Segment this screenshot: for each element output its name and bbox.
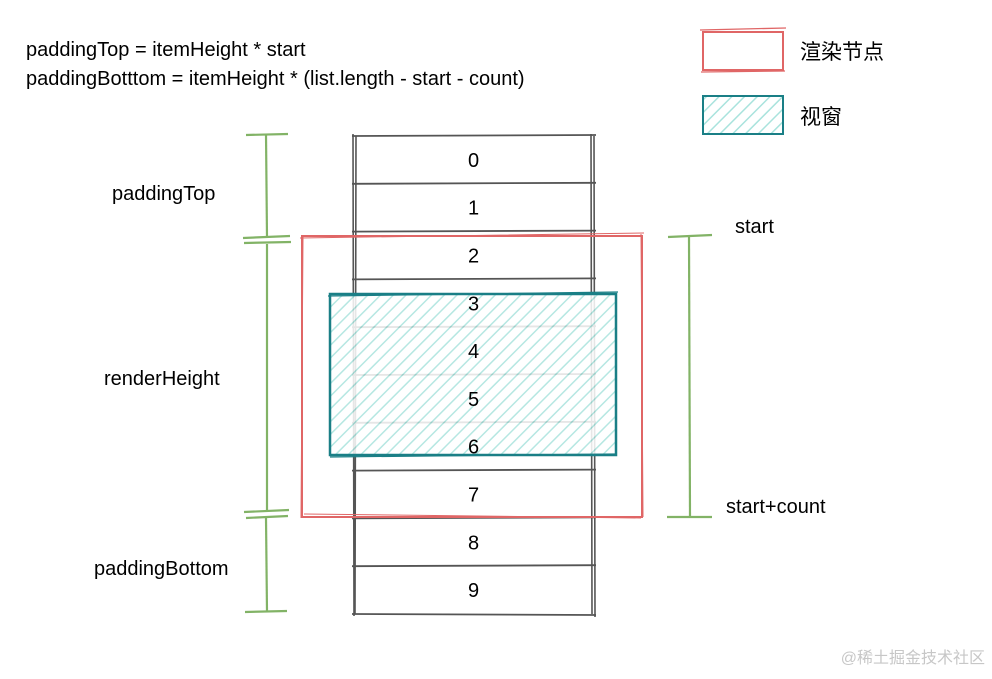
right-bracket (667, 233, 713, 519)
viewport-rect (328, 292, 618, 457)
legend-viewport-swatch (702, 95, 784, 135)
list-item: 6 (468, 437, 479, 459)
list-row-divider (351, 613, 597, 616)
list-item: 5 (468, 389, 479, 411)
legend-render-swatch (702, 31, 784, 71)
list-row-divider (351, 277, 597, 281)
formula-padding-bottom: paddingBotttom = itemHeight * (list.leng… (26, 68, 525, 90)
list-row-divider (351, 181, 597, 185)
list-item: 8 (468, 532, 479, 554)
legend-render-label: 渲染节点 (800, 41, 884, 64)
label-start-count: start+count (726, 496, 826, 518)
label-render-height: renderHeight (104, 368, 220, 390)
list-item: 9 (468, 580, 479, 602)
list-item: 3 (468, 293, 479, 315)
formula-padding-top: paddingTop = itemHeight * start (26, 39, 306, 61)
bracket-padding-top (242, 132, 291, 240)
list-item: 2 (468, 246, 479, 268)
list-row-divider (351, 134, 597, 137)
legend: 渲染节点 视窗 (699, 27, 884, 135)
list-item: 1 (468, 198, 479, 220)
list-item: 7 (468, 485, 479, 507)
legend-viewport-label: 视窗 (800, 106, 842, 129)
label-start: start (735, 216, 774, 238)
bracket-render-height (243, 240, 292, 514)
bracket-padding-bottom (244, 514, 289, 614)
left-brackets (242, 132, 292, 614)
list-numbers: 0 1 2 3 4 5 6 7 8 9 (468, 150, 479, 602)
list-item: 0 (468, 150, 479, 172)
watermark: @稀土掘金技术社区 (841, 649, 985, 667)
list-row-divider (351, 229, 597, 233)
label-padding-bottom: paddingBottom (94, 558, 229, 580)
list-row-divider (351, 468, 597, 472)
label-padding-top: paddingTop (112, 183, 215, 205)
list-row-divider (351, 564, 597, 568)
list-item: 4 (468, 341, 479, 363)
